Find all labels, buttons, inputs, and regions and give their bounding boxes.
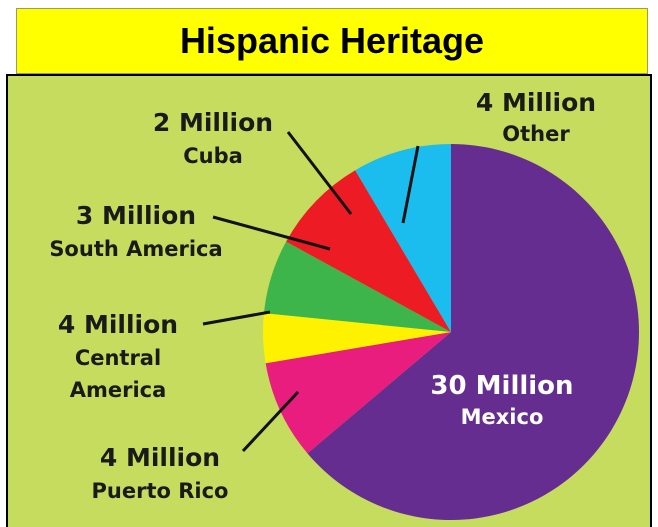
chart-title: Hispanic Heritage — [16, 8, 648, 74]
category-label-other: Other — [502, 122, 570, 146]
pie-slice-central-america — [286, 170, 451, 332]
leader-line-cuba — [286, 131, 353, 215]
value-label-other: 4 Million — [476, 88, 596, 117]
value-label-central-america: 4 Million — [58, 310, 178, 339]
pie-slice-puerto-rico — [355, 144, 451, 332]
pie-slice-cuba — [263, 313, 451, 364]
value-label-cuba: 2 Million — [153, 108, 273, 137]
pie-slice-south-america — [263, 241, 451, 332]
value-label-puerto-rico: 4 Million — [100, 443, 220, 472]
value-label-mexico: 30 Million — [430, 371, 573, 401]
leader-line-puerto-rico — [241, 390, 300, 453]
category-label-central-america-line-2: America — [70, 378, 167, 402]
category-label-cuba: Cuba — [183, 144, 243, 168]
value-label-south-america: 3 Million — [76, 201, 196, 230]
leader-lines — [202, 131, 420, 453]
category-label-puerto-rico: Puerto Rico — [92, 479, 229, 503]
pie-slice-mexico — [307, 144, 639, 520]
category-label-mexico: Mexico — [461, 405, 544, 429]
leader-line-central-america — [202, 310, 271, 326]
category-label-south-america: South America — [49, 237, 222, 261]
pie-slice-other — [265, 332, 451, 454]
leader-line-south-america — [212, 215, 331, 251]
category-label-central-america: Central — [75, 346, 161, 370]
leader-line-other — [401, 145, 420, 224]
pie-slices — [263, 144, 639, 520]
